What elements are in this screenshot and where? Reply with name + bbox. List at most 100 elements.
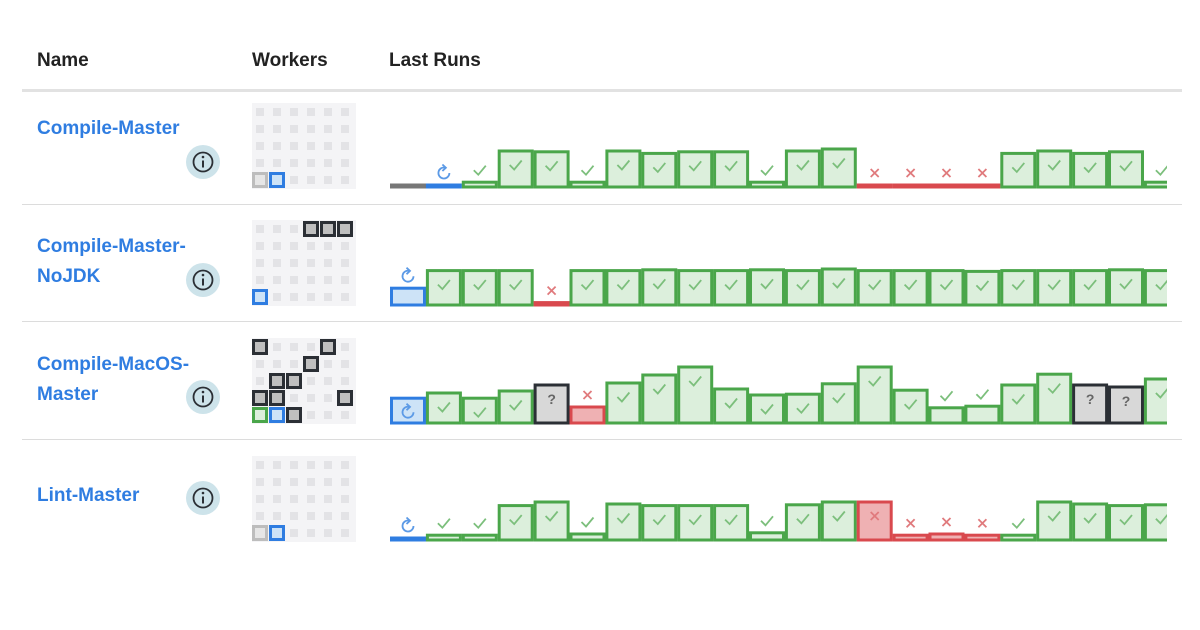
check-icon: [544, 160, 559, 172]
run-bar-success: [1143, 269, 1167, 307]
check-icon: [509, 399, 523, 411]
check-icon: [724, 397, 738, 409]
worker-idle: [273, 495, 281, 503]
worker-idle: [341, 461, 349, 469]
worker-idle: [324, 176, 332, 184]
worker-idle: [273, 142, 281, 150]
check-icon: [1083, 279, 1097, 291]
run-bar-success: [461, 180, 498, 189]
worker-idle: [273, 125, 281, 133]
run-bar-success: [677, 365, 714, 425]
row-divider: [22, 321, 1182, 322]
worker-running: [269, 407, 285, 423]
run-bar-pending: [390, 183, 426, 189]
info-icon[interactable]: [186, 145, 220, 179]
worker-idle: [341, 360, 349, 368]
run-bar-failure: [856, 183, 893, 189]
question-icon: ?: [1086, 391, 1095, 407]
worker-idle: [273, 343, 281, 351]
worker-idle: [256, 512, 264, 520]
check-icon: [509, 279, 523, 291]
check-icon: [1155, 513, 1167, 525]
worker-idle: [273, 108, 281, 116]
check-icon: [1155, 165, 1167, 177]
check-icon: [1011, 162, 1025, 174]
check-icon: [580, 516, 595, 528]
job-name-link[interactable]: Compile-Master: [37, 118, 180, 139]
cross-icon: [546, 285, 557, 296]
workers-grid: [252, 103, 356, 189]
run-bar-success: [856, 269, 893, 307]
worker-idle: [324, 495, 332, 503]
worker-idle: [256, 276, 264, 284]
worker-running: [269, 525, 285, 541]
check-icon: [616, 159, 631, 171]
worker-idle: [290, 125, 298, 133]
question-icon: ?: [1122, 393, 1131, 409]
run-bar-failure: [533, 301, 570, 307]
job-name-link[interactable]: Compile-MacOS-Master: [37, 354, 190, 405]
check-icon: [509, 514, 523, 526]
worker-idle: [324, 411, 332, 419]
run-bar-success: [820, 147, 857, 189]
worker-busy: [252, 390, 268, 406]
info-icon[interactable]: [186, 481, 220, 515]
job-name-link[interactable]: Compile-Master-NoJDK: [37, 236, 186, 287]
check-icon: [437, 518, 451, 530]
worker-idle: [256, 242, 264, 250]
worker-idle: [324, 461, 332, 469]
worker-idle: [290, 259, 298, 267]
run-bar-success: [605, 381, 642, 425]
refresh-arrow-icon: [405, 267, 412, 275]
job-name-link[interactable]: Lint-Master: [37, 485, 140, 506]
worker-idle: [324, 293, 332, 301]
last-runs-chart: ???: [390, 306, 1167, 426]
cross-icon: [977, 518, 988, 528]
worker-idle: [256, 360, 264, 368]
run-bar-success: [641, 373, 678, 425]
worker-idle: [273, 276, 281, 284]
run-bar-success: [1108, 504, 1144, 542]
worker-idle: [341, 125, 349, 133]
worker-idle: [256, 259, 264, 267]
worker-idle: [290, 276, 298, 284]
worker-idle: [324, 125, 332, 133]
worker-idle: [256, 108, 264, 116]
worker-idle: [341, 276, 349, 284]
check-icon: [1011, 393, 1025, 405]
worker-idle: [341, 259, 349, 267]
check-icon: [437, 279, 451, 291]
run-bar-running: [390, 536, 426, 542]
info-icon[interactable]: [186, 380, 220, 414]
worker-idle: [307, 242, 315, 250]
check-icon: [1011, 279, 1025, 291]
worker-idle: [307, 293, 315, 301]
worker-idle: [290, 495, 298, 503]
check-icon: [688, 160, 702, 172]
check-icon: [1047, 279, 1061, 291]
worker-success: [252, 407, 268, 423]
check-icon: [616, 279, 631, 291]
run-bar-failure: [892, 533, 929, 542]
worker-idle: [341, 343, 349, 351]
worker-idle: [290, 478, 298, 486]
check-icon: [832, 157, 846, 169]
run-bar-success: [1036, 372, 1073, 425]
check-icon: [1155, 279, 1167, 291]
run-bar-success: [1143, 503, 1167, 542]
info-icon[interactable]: [186, 263, 220, 297]
run-bar-success: [461, 396, 498, 425]
run-bar-running: [390, 286, 426, 307]
worker-idle: [324, 159, 332, 167]
check-icon: [1047, 510, 1061, 522]
worker-idle: [307, 343, 315, 351]
worker-idle: [290, 529, 298, 537]
check-icon: [939, 390, 954, 402]
workers-grid: [252, 456, 356, 542]
run-bar-running: [390, 396, 426, 425]
check-icon: [1047, 159, 1061, 171]
worker-idle: [307, 478, 315, 486]
run-bar-success: [749, 531, 785, 542]
check-icon: [473, 279, 487, 291]
worker-idle: [290, 176, 298, 184]
